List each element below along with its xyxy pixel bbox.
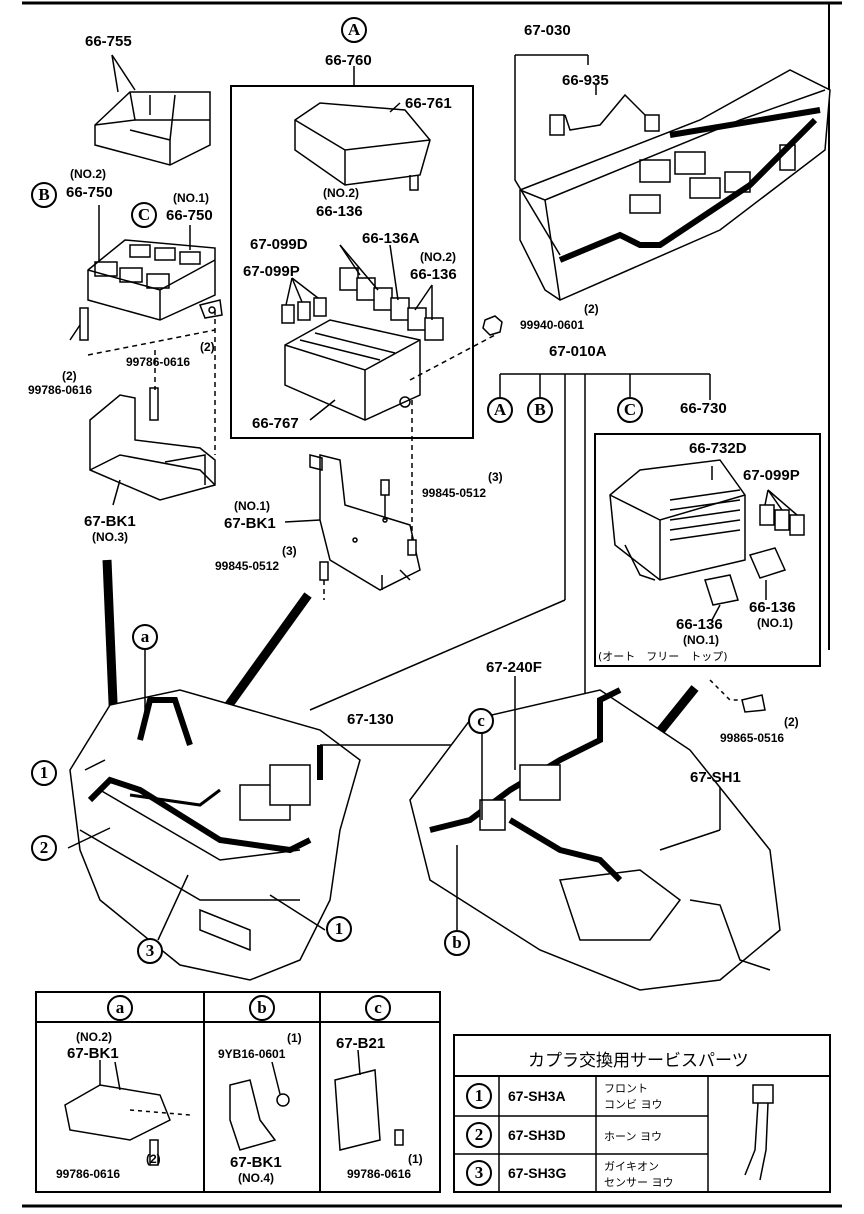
fuse-box-cover-drawing bbox=[94, 54, 211, 166]
qty-2-99786-a: (2) bbox=[62, 369, 77, 383]
qty-3-99845-b: (3) bbox=[282, 544, 297, 558]
part-66-136A: 66-136A bbox=[362, 230, 420, 247]
qty-no2-66-136-a: (NO.2) bbox=[323, 186, 359, 200]
part-66-730: 66-730 bbox=[680, 400, 727, 417]
inset-a-no2: (NO.2) bbox=[76, 1030, 112, 1044]
callout-2: 2 bbox=[31, 835, 57, 861]
part-99786-0616-a: 99786-0616 bbox=[28, 383, 93, 397]
part-67-099D: 67-099D bbox=[250, 236, 308, 253]
engine-bay-left-drawing bbox=[67, 649, 461, 981]
callout-C: C bbox=[131, 202, 157, 228]
inset-b-no4: (NO.4) bbox=[238, 1171, 274, 1185]
part-67-240F: 67-240F bbox=[486, 659, 542, 676]
callout-A-tree: A bbox=[487, 397, 513, 423]
inset-b-nut: 9YB16-0601 bbox=[218, 1047, 286, 1061]
part-67-BK1-no1: 67-BK1 bbox=[224, 515, 276, 532]
callout-C-tree: C bbox=[617, 397, 643, 423]
part-67-SH1: 67-SH1 bbox=[690, 769, 741, 786]
table-desc-1b: コンビ ヨウ bbox=[604, 1098, 663, 1111]
inset-c-bolt: 99786-0616 bbox=[347, 1167, 412, 1181]
part-66-750-B: 66-750 bbox=[66, 184, 113, 201]
inset-a-part: 67-BK1 bbox=[67, 1045, 119, 1062]
qty-no1-66-750: (NO.1) bbox=[173, 191, 209, 205]
part-99786-0616-b: 99786-0616 bbox=[126, 355, 191, 369]
relay-drawings bbox=[281, 244, 444, 341]
table-part-1: 67-SH3A bbox=[508, 1088, 566, 1104]
part-66-767: 66-767 bbox=[252, 415, 299, 432]
qty-no2-66-136-b: (NO.2) bbox=[420, 250, 456, 264]
table-num-3: 3 bbox=[466, 1160, 492, 1186]
callout-A: A bbox=[341, 17, 367, 43]
callout-3: 3 bbox=[137, 938, 163, 964]
inset-c-qty: (1) bbox=[408, 1152, 423, 1166]
inset-a-bolt: 99786-0616 bbox=[56, 1167, 121, 1181]
qty-2-99865: (2) bbox=[784, 715, 799, 729]
table-num-1: 1 bbox=[466, 1083, 492, 1109]
part-67-BK1-no3: 67-BK1 bbox=[84, 513, 136, 530]
table-num-2: 2 bbox=[466, 1122, 492, 1148]
inset-c-part: 67-B21 bbox=[336, 1035, 386, 1052]
part-67-099P: 67-099P bbox=[243, 263, 300, 280]
note-auto-free-top: (オート フリー トップ) bbox=[598, 650, 728, 663]
part-67-010A: 67-010A bbox=[549, 343, 607, 360]
table-part-3: 67-SH3G bbox=[508, 1165, 567, 1181]
qty-no1-b: (NO.1) bbox=[757, 616, 793, 630]
part-66-136-no1-b: 66-136 bbox=[749, 599, 796, 616]
service-table-title: カプラ交換用サービスパーツ bbox=[528, 1051, 749, 1071]
callout-B-tree: B bbox=[527, 397, 553, 423]
part-66-935: 66-935 bbox=[562, 72, 609, 89]
part-67-130: 67-130 bbox=[347, 711, 394, 728]
callout-1-left: 1 bbox=[31, 760, 57, 786]
part-66-755: 66-755 bbox=[85, 33, 132, 50]
qty-2-99786-b: (2) bbox=[200, 340, 215, 354]
callout-1-right: 1 bbox=[326, 916, 352, 942]
part-66-136-a: 66-136 bbox=[316, 203, 363, 220]
table-part-2: 67-SH3D bbox=[508, 1127, 566, 1143]
qty-2-99940: (2) bbox=[584, 302, 599, 316]
callout-B: B bbox=[31, 182, 57, 208]
callout-c: c bbox=[468, 708, 494, 734]
qty-no1-a: (NO.1) bbox=[683, 633, 719, 647]
part-66-761: 66-761 bbox=[405, 95, 452, 112]
part-67-030: 67-030 bbox=[524, 22, 571, 39]
table-desc-3b: センサー ヨウ bbox=[604, 1176, 674, 1189]
inset-c-header: c bbox=[365, 995, 391, 1021]
part-66-136-b: 66-136 bbox=[410, 266, 457, 283]
inset-b-qty: (1) bbox=[287, 1031, 302, 1045]
part-66-732D: 66-732D bbox=[689, 440, 747, 457]
part-66-136-no1-a: 66-136 bbox=[676, 616, 723, 633]
table-desc-3a: ガイキオン bbox=[604, 1160, 659, 1173]
part-99865-0516: 99865-0516 bbox=[720, 731, 785, 745]
inset-b-header: b bbox=[249, 995, 275, 1021]
table-desc-1a: フロント bbox=[604, 1082, 648, 1095]
part-99845-0512-a: 99845-0512 bbox=[422, 486, 487, 500]
qty-no3: (NO.3) bbox=[92, 530, 128, 544]
part-99845-0512-b: 99845-0512 bbox=[215, 559, 280, 573]
callout-b: b bbox=[444, 930, 470, 956]
inset-b-part: 67-BK1 bbox=[230, 1154, 282, 1171]
qty-3-99845-a: (3) bbox=[488, 470, 503, 484]
inset-a-header: a bbox=[107, 995, 133, 1021]
qty-no2-66-750: (NO.2) bbox=[70, 167, 106, 181]
table-desc-2a: ホーン ヨウ bbox=[604, 1130, 662, 1143]
part-66-750-C: 66-750 bbox=[166, 207, 213, 224]
part-66-760: 66-760 bbox=[325, 52, 372, 69]
engine-bay-right-drawing bbox=[409, 676, 781, 991]
qty-no1-bk1: (NO.1) bbox=[234, 499, 270, 513]
callout-a: a bbox=[132, 624, 158, 650]
part-99940-0601: 99940-0601 bbox=[520, 318, 585, 332]
part-67-099P-right: 67-099P bbox=[743, 467, 800, 484]
inset-a-qty: (2) bbox=[146, 1152, 161, 1166]
